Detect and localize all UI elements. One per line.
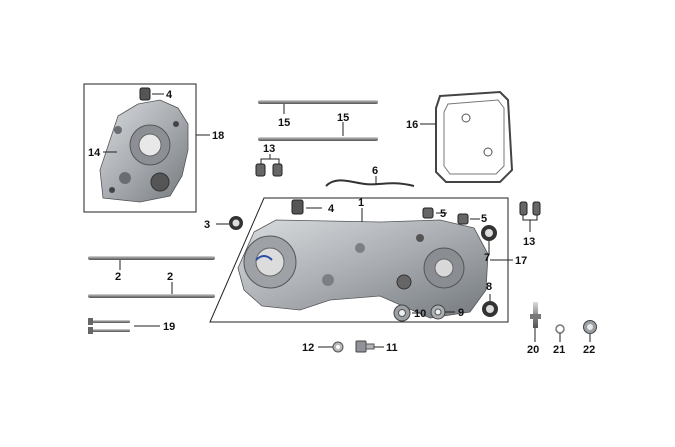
dowel-bushing-4-inset (139, 87, 151, 101)
callout-16: 16 (406, 119, 418, 131)
callout-20: 20 (527, 344, 539, 356)
callout-11: 11 (386, 342, 398, 354)
callout-9: 9 (458, 307, 464, 319)
callout-5-right: 5 (481, 213, 487, 225)
dowel-pin-13-left (255, 163, 266, 177)
callout-5-left: 5 (440, 208, 446, 220)
dowel-pin-13-right (272, 163, 283, 177)
bearing-10 (393, 304, 411, 322)
callout-1: 1 (358, 197, 364, 209)
crankcase-gasket-16 (435, 90, 514, 183)
callout-15-lower: 15 (337, 112, 349, 124)
callout-3: 3 (204, 219, 210, 231)
leader-lines (103, 93, 591, 348)
callout-6: 6 (372, 165, 378, 177)
dowel-bushing-4-main (291, 199, 304, 215)
callout-8: 8 (486, 281, 492, 293)
nut-22 (583, 320, 597, 334)
stud-15-upper (258, 100, 378, 104)
breather-pipe-6 (325, 179, 415, 187)
dowel-5-left (422, 207, 434, 219)
dowel-5-right (457, 213, 469, 225)
stud-2-lower (88, 294, 215, 298)
callout-10: 10 (414, 308, 426, 320)
washer-12 (332, 341, 344, 353)
right-crankcase-half-illustration (237, 219, 489, 319)
callout-2-right: 2 (167, 271, 173, 283)
drain-bolt-11 (355, 340, 375, 353)
oil-seal-8 (482, 301, 498, 317)
o-ring-21 (555, 324, 565, 334)
stud-20 (530, 302, 541, 328)
callout-13-right: 13 (523, 236, 535, 248)
callout-2-left: 2 (115, 271, 121, 283)
bearing-9 (430, 304, 446, 320)
callout-21: 21 (553, 344, 565, 356)
callout-4-main: 4 (328, 203, 335, 215)
main-crankcase-frame (209, 197, 509, 323)
callout-17: 17 (515, 255, 527, 267)
callout-7: 7 (484, 252, 490, 264)
inset-frame-left-crankcase (83, 83, 197, 213)
callout-14: 14 (88, 147, 101, 159)
stud-2-upper (88, 256, 215, 260)
dowel-pin-13b-right (532, 201, 541, 216)
left-crankcase-half-illustration (99, 99, 189, 203)
oil-seal-3 (229, 216, 243, 230)
bolts-19 (88, 318, 130, 334)
callout-18: 18 (212, 130, 224, 142)
callout-22: 22 (583, 344, 595, 356)
oil-seal-7 (481, 225, 497, 241)
callout-13-left: 13 (263, 143, 275, 155)
callout-12: 12 (302, 342, 314, 354)
callout-15-upper: 15 (278, 117, 290, 129)
callout-4-inset: 4 (166, 89, 173, 101)
callout-19: 19 (163, 321, 175, 333)
stud-15-lower (258, 137, 378, 141)
dowel-pin-13b-left (519, 201, 528, 216)
